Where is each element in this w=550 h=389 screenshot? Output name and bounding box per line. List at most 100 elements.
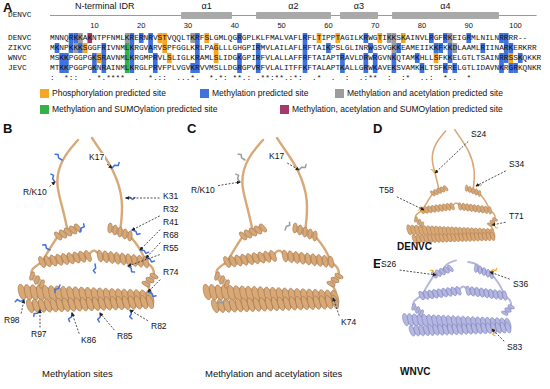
helix-turn: [414, 216, 418, 222]
legend-text: Methylation and acetylation predicted si…: [347, 88, 503, 98]
helix-cartoon: [409, 302, 426, 318]
helix-turn: [313, 231, 318, 241]
residue-number: 30: [184, 22, 192, 31]
loop-ribbon: [57, 140, 78, 232]
loop-ribbon: [432, 131, 445, 191]
helix-turn: [471, 187, 474, 194]
helix-cartoon: [408, 321, 512, 337]
leader-line: [397, 197, 424, 210]
leader-line: [130, 310, 148, 321]
helix-turn: [224, 279, 231, 289]
helix-cartoon: [222, 249, 278, 269]
helix-turn: [417, 219, 421, 225]
helix-turn: [330, 294, 340, 309]
site-label: R85: [116, 332, 134, 342]
site-label: K17: [268, 152, 285, 162]
helix-turn: [108, 251, 115, 264]
helix-cartoon: [280, 249, 336, 269]
helix-turn: [476, 205, 481, 213]
helix-turn: [149, 272, 159, 279]
helix-turn: [449, 202, 455, 210]
helix-turn: [484, 206, 489, 214]
panel-caption: Methylation and acetylation sites: [205, 369, 342, 380]
helix-turn: [83, 249, 93, 262]
side-chain-stick: [34, 310, 40, 316]
helix-turn: [478, 266, 482, 274]
leader-line: [72, 313, 79, 334]
leader-line: [218, 182, 240, 186]
sequence-name: ZIKVC: [8, 43, 31, 53]
helix-bar: α4: [392, 12, 500, 19]
legend-text: Methylation, acetylation and SUMOylation…: [292, 104, 503, 114]
site-label: R41: [162, 218, 180, 228]
side-chain-stick: [140, 250, 149, 253]
site-label: R68: [162, 231, 180, 241]
helix-turn: [443, 185, 449, 192]
helix-turn: [118, 227, 123, 237]
helix-cartoon: [500, 302, 516, 318]
sequence-row: MNNQRKKAKNTPFNMLKRERNRVSTVQQLTKRFSLGMLQG…: [50, 33, 527, 43]
leader-line: [400, 270, 436, 275]
helix-cartoon: [412, 216, 426, 229]
legend-item: Methylation and SUMOylation predicted si…: [40, 104, 217, 114]
residue-number: 20: [137, 22, 145, 31]
site-label: S24: [470, 130, 487, 140]
helix-turn: [415, 306, 420, 314]
side-chain-stick: [98, 313, 101, 322]
helix-cartoon: [140, 270, 159, 289]
helix-turn: [492, 217, 498, 222]
helix-cartoon: [37, 249, 93, 269]
site-label: T71: [508, 212, 525, 222]
helix-turn: [486, 269, 490, 277]
side-chain-stick: [51, 174, 55, 182]
sequence-name: DENVC: [8, 33, 31, 43]
legend-item: Methylation and acetylation predicted si…: [335, 88, 503, 98]
side-chain-stick: [43, 245, 50, 250]
residue-number: 10: [90, 22, 98, 31]
helix-turn: [497, 290, 503, 300]
protein-cartoon: [405, 130, 498, 244]
panel-letter: B: [3, 122, 12, 137]
helix-turn: [281, 250, 288, 263]
helix-turn: [114, 252, 121, 265]
helix-turn: [488, 289, 494, 299]
leader-line: [100, 313, 114, 330]
site-label: S36: [512, 280, 529, 290]
helix-turn: [458, 202, 463, 210]
site-label: T58: [378, 186, 395, 196]
side-chain-stick: [490, 268, 496, 271]
helix-turn: [39, 279, 46, 289]
helix-turn: [489, 231, 496, 241]
legend-text: Methylation and SUMOylation predicted si…: [52, 104, 217, 114]
helix-bar: α3: [340, 12, 377, 19]
panel-caption: DENVC: [397, 241, 432, 253]
side-chain-stick: [236, 174, 240, 182]
helix-turn: [334, 272, 344, 279]
helix-turn: [293, 223, 298, 233]
site-label: K74: [340, 318, 357, 328]
protein-cartoon: [15, 138, 159, 322]
sequence-name: JEVC: [8, 63, 27, 73]
helix-cartoon: [486, 216, 499, 229]
helix-cartoon: [472, 263, 496, 280]
helix-turn: [298, 225, 303, 235]
helix-cartoon: [463, 184, 483, 197]
site-label: R98: [3, 316, 21, 326]
helix-turn: [411, 303, 416, 311]
panel-letter: D: [373, 122, 382, 137]
helix-cartoon: [26, 270, 47, 290]
leader-line: [333, 298, 339, 316]
side-chain-stick: [285, 222, 290, 230]
helix-turn: [303, 227, 308, 237]
residue-number: 100: [509, 22, 522, 31]
helix-turn: [469, 204, 474, 212]
site-label: S26: [380, 260, 397, 270]
panel-caption: Methylation sites: [42, 369, 113, 380]
residue-number: 80: [418, 22, 426, 31]
helix-turn: [119, 253, 126, 266]
helix-cartoon: [210, 294, 340, 313]
site-label: R/K10: [22, 188, 48, 198]
sequence-row: MTKKPGGPGKNRAINMLKRGLPRVFPLVGVKRVVMSLLDG…: [50, 63, 541, 73]
loop-ribbon: [242, 140, 263, 232]
side-chain-stick: [80, 224, 84, 232]
